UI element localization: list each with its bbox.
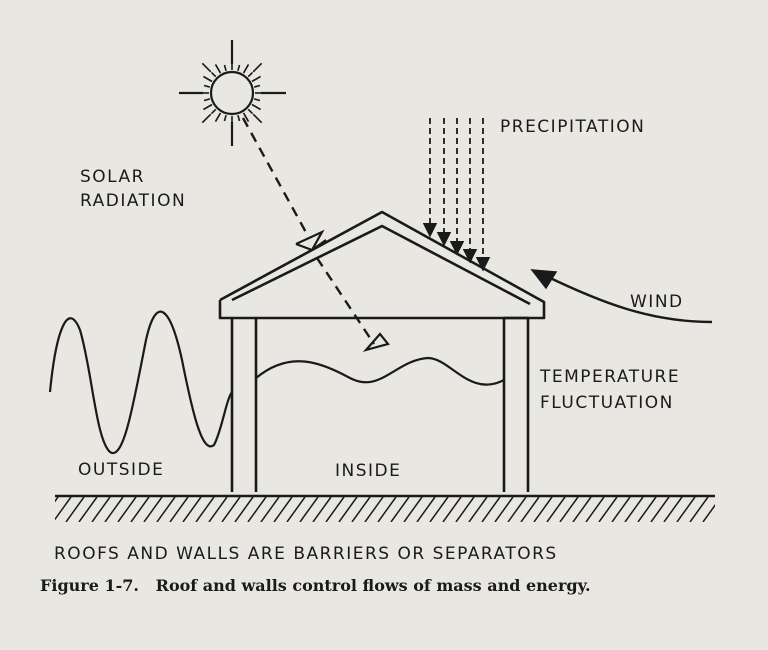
label-temperature-2: FLUCTUATION bbox=[540, 393, 674, 413]
figure-caption-text: Roof and walls control flows of mass and… bbox=[155, 576, 591, 595]
barrier-statement: ROOFS AND WALLS ARE BARRIERS OR SEPARATO… bbox=[54, 544, 558, 564]
label-solar-radiation-2: RADIATION bbox=[80, 191, 187, 211]
label-temperature-1: TEMPERATURE bbox=[540, 367, 681, 387]
sun-icon bbox=[179, 40, 286, 146]
solar-ray bbox=[241, 117, 376, 345]
wave-icon bbox=[48, 310, 505, 455]
label-precipitation: PRECIPITATION bbox=[500, 117, 646, 137]
lightning-bolt-icon bbox=[295, 229, 327, 252]
label-solar-radiation-1: SOLAR bbox=[80, 167, 145, 187]
ground-hatch-icon bbox=[55, 494, 715, 522]
label-wind: WIND bbox=[630, 292, 684, 312]
solar-arrow-head-icon bbox=[362, 332, 390, 353]
wind-arrow-icon bbox=[530, 269, 713, 324]
label-outside: OUTSIDE bbox=[78, 460, 165, 480]
figure-caption: Figure 1-7. Roof and walls control flows… bbox=[40, 576, 591, 595]
label-inside: INSIDE bbox=[335, 461, 402, 481]
figure-number: Figure 1-7. bbox=[40, 576, 139, 595]
precipitation-arrows-icon bbox=[422, 118, 491, 272]
house-icon bbox=[218, 210, 546, 492]
